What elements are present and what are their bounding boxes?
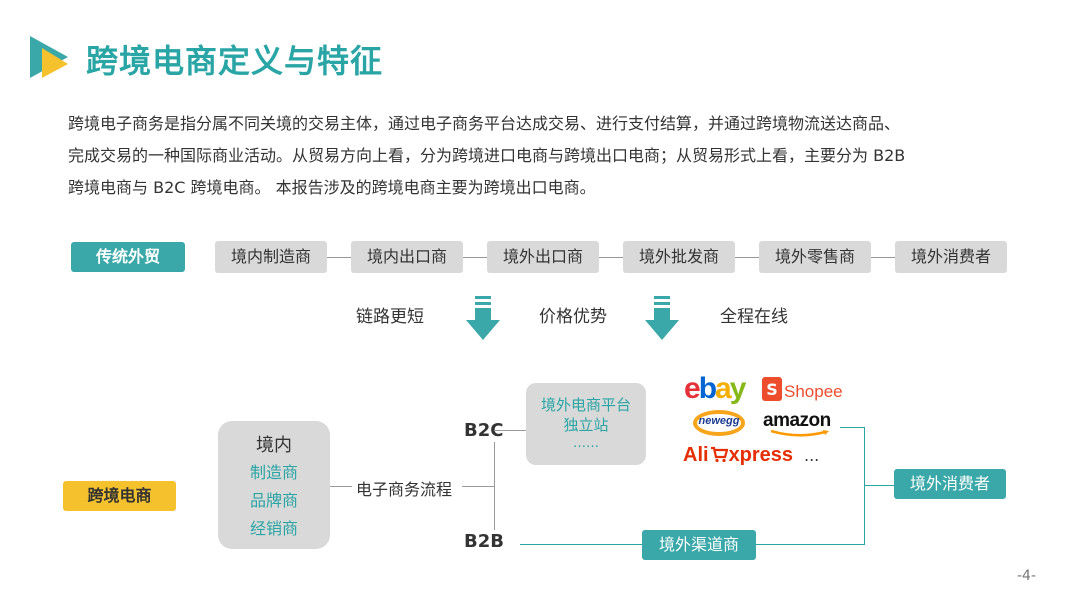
- advantage-label: 价格优势: [539, 307, 607, 327]
- intro-line: 完成交易的一种国际商业活动。从贸易方向上看，分为跨境进口电商与跨境出口电商；从贸…: [68, 146, 906, 165]
- connector-line: [520, 544, 642, 545]
- newegg-wordmark: newegg: [698, 415, 740, 427]
- play-triangle-logo-icon: [30, 36, 68, 78]
- chain-connector: [871, 257, 895, 258]
- domestic-item: 品牌商: [249, 491, 298, 510]
- amazon-smile-icon: [770, 430, 829, 437]
- cross-border-ecommerce-tag: 跨境电商: [63, 481, 176, 511]
- connector-line: [330, 486, 352, 487]
- chain-step: 境外零售商: [759, 241, 871, 273]
- page-title: 跨境电商定义与特征: [86, 42, 384, 80]
- chain-connector: [463, 257, 487, 258]
- chain-step: 境外批发商: [623, 241, 735, 273]
- down-arrow-icon: [466, 296, 500, 340]
- chain-connector: [327, 257, 351, 258]
- aliexpress-logo: Ali xpress: [683, 444, 793, 467]
- domestic-item: 制造商: [249, 463, 298, 482]
- chain-connector: [735, 257, 759, 258]
- page-number: -4-: [1016, 568, 1036, 584]
- overseas-consumer-tag: 境外消费者: [894, 469, 1006, 499]
- b2b-label: B2B: [464, 531, 504, 552]
- process-label: 电子商务流程: [356, 480, 453, 499]
- connector-line: [864, 485, 894, 486]
- connector-line: [840, 427, 864, 428]
- connector-line: [756, 544, 864, 545]
- chain-step: 境内出口商: [351, 241, 463, 273]
- amazon-wordmark: amazon: [763, 410, 831, 431]
- shopee-bag-icon: S: [762, 377, 782, 401]
- chain-step: 境内制造商: [215, 241, 327, 273]
- ebay-logo: ebay: [684, 372, 746, 405]
- b2c-label: B2C: [464, 420, 504, 441]
- traditional-trade-tag: 传统外贸: [71, 242, 185, 272]
- aliexpress-xpress: xpress: [728, 444, 794, 466]
- overseas-platform-box: 境外电商平台 独立站 ……: [526, 383, 646, 465]
- shopping-cart-icon: [710, 446, 729, 463]
- connector-line: [462, 486, 494, 487]
- domestic-title: 境内: [256, 435, 292, 456]
- chain-step: 境外出口商: [487, 241, 599, 273]
- chain-connector: [599, 257, 623, 258]
- aliexpress-ali: Ali: [683, 444, 709, 466]
- connector-line: [494, 430, 526, 431]
- newegg-egg-icon: [693, 410, 745, 436]
- chain-step: 境外消费者: [895, 241, 1007, 273]
- platform-line: 独立站: [563, 416, 609, 434]
- branch-line: [494, 442, 495, 530]
- more-platforms-ellipsis: ...: [804, 446, 820, 465]
- overseas-channel-tag: 境外渠道商: [642, 530, 756, 560]
- intro-paragraph: 跨境电子商务是指分属不同关境的交易主体，通过电子商务平台达成交易、进行支付结算，…: [68, 108, 1028, 204]
- shopee-logo: Shopee: [784, 382, 843, 401]
- intro-line: 跨境电子商务是指分属不同关境的交易主体，通过电子商务平台达成交易、进行支付结算，…: [68, 114, 901, 133]
- platform-line: 境外电商平台: [540, 396, 631, 414]
- merge-line: [864, 427, 865, 545]
- down-arrow-icon: [645, 296, 679, 340]
- domestic-box: 境内 制造商 品牌商 经销商: [218, 421, 330, 549]
- platform-line: ……: [573, 436, 599, 451]
- intro-line: 跨境电商与 B2C 跨境电商。 本报告涉及的跨境电商主要为跨境出口电商。: [68, 178, 596, 197]
- advantage-label: 链路更短: [356, 307, 424, 327]
- amazon-logo: amazon: [763, 410, 837, 437]
- domestic-item: 经销商: [249, 519, 298, 538]
- newegg-logo: newegg: [690, 409, 748, 437]
- advantage-label: 全程在线: [720, 307, 788, 327]
